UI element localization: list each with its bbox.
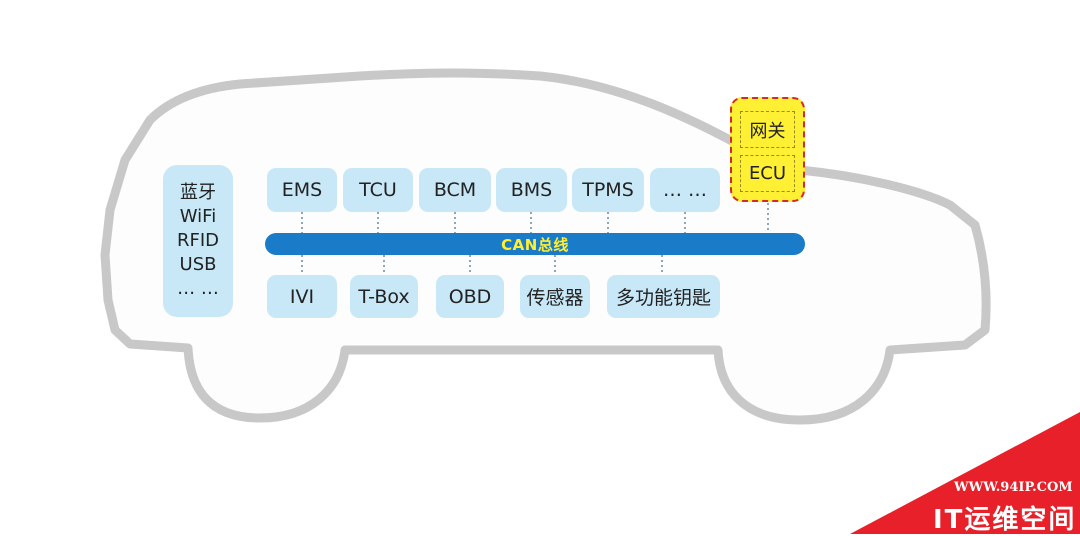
- node-ems: EMS: [267, 168, 337, 212]
- wireless-line-bluetooth: 蓝牙: [180, 182, 216, 203]
- wireless-line-rfid: RFID: [176, 230, 220, 251]
- gateway-label: 网关: [740, 111, 795, 148]
- ecu-label: ECU: [740, 155, 795, 192]
- node-tcu: TCU: [343, 168, 413, 212]
- node-ivi: IVI: [267, 275, 337, 318]
- can-bus: CAN总线: [265, 233, 805, 255]
- wireless-line-more: … …: [177, 278, 219, 299]
- watermark-triangle: [850, 412, 1080, 534]
- wireless-line-wifi: WiFi: [179, 206, 217, 227]
- node-more: … …: [650, 168, 720, 212]
- node-bcm: BCM: [419, 168, 491, 212]
- wireless-interfaces-box: 蓝牙 WiFi RFID USB … …: [163, 165, 233, 317]
- wireless-line-usb: USB: [179, 254, 217, 275]
- node-multifunction-key: 多功能钥匙: [607, 275, 720, 318]
- node-bms: BMS: [496, 168, 567, 212]
- can-bus-label: CAN总线: [501, 235, 569, 254]
- node-tpms: TPMS: [572, 168, 644, 212]
- node-obd: OBD: [436, 275, 504, 318]
- node-tbox: T-Box: [350, 275, 418, 318]
- watermark-url: WWW.94IP.COM: [954, 480, 1073, 495]
- node-sensor: 传感器: [520, 275, 590, 318]
- watermark-title: IT运维空间: [933, 505, 1077, 535]
- gateway-ecu-box: 网关 ECU: [730, 97, 805, 202]
